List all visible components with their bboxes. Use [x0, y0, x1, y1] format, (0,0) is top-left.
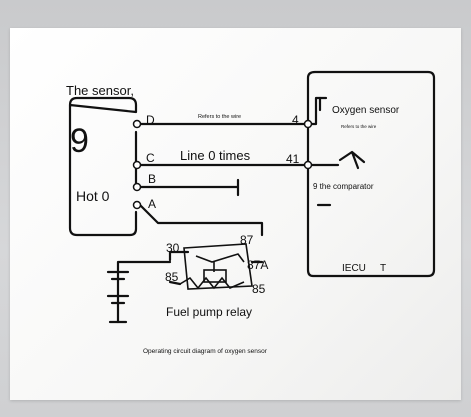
relay-30-label: 30	[166, 241, 180, 255]
pin-c-dot	[132, 160, 142, 170]
pin-41-dot	[303, 160, 313, 170]
relay-85-wire	[168, 280, 182, 286]
ecu-label: IECU	[342, 263, 366, 274]
ecu-pin-41-label: 41	[286, 152, 300, 166]
ecu-box	[306, 70, 436, 278]
sensor-title: The sensor,	[66, 83, 134, 98]
pin-a-dot	[132, 200, 142, 210]
oxygen-sensor-label: Oxygen sensor	[332, 105, 400, 116]
pin-b-label: B	[148, 172, 156, 186]
relay-30-wire	[168, 250, 190, 262]
comparator-label: 9 the comparator	[313, 182, 374, 191]
sensor-box	[68, 96, 138, 237]
wire-a-to-relay	[138, 203, 264, 237]
relay-coil-zigzag	[179, 276, 245, 290]
relay-87a-label: 87A	[247, 258, 268, 272]
paper-sheet	[10, 28, 461, 400]
relay-87-label: 87	[240, 233, 254, 247]
pin-d-label: D	[146, 113, 155, 127]
sensor-big-9: 9	[70, 122, 89, 160]
relay-86-label: 85	[252, 282, 266, 296]
relay-coil	[203, 269, 227, 283]
hot-0-label: Hot 0	[76, 188, 110, 204]
pin-c-label: C	[146, 151, 155, 165]
line-0-times: Line 0 times	[180, 148, 251, 163]
pin-d-dot	[132, 119, 142, 129]
relay-box	[183, 243, 253, 290]
diagram-caption: Operating circuit diagram of oxygen sens…	[143, 348, 268, 355]
pin-b-dot	[132, 182, 142, 192]
ecu-pin-4-label: 4	[292, 113, 299, 127]
refers-wire-left: Refers to the wire	[198, 114, 241, 120]
pin-a-label: A	[148, 197, 156, 211]
relay-name: Fuel pump relay	[166, 305, 252, 319]
relay-contact	[195, 253, 245, 263]
ecu-mark: T	[380, 263, 386, 274]
pin-4-dot	[303, 119, 313, 129]
relay-85-label: 85	[165, 270, 179, 284]
comparator-symbol	[338, 150, 366, 170]
refers-wire-right: Refers to the wire	[341, 124, 377, 129]
